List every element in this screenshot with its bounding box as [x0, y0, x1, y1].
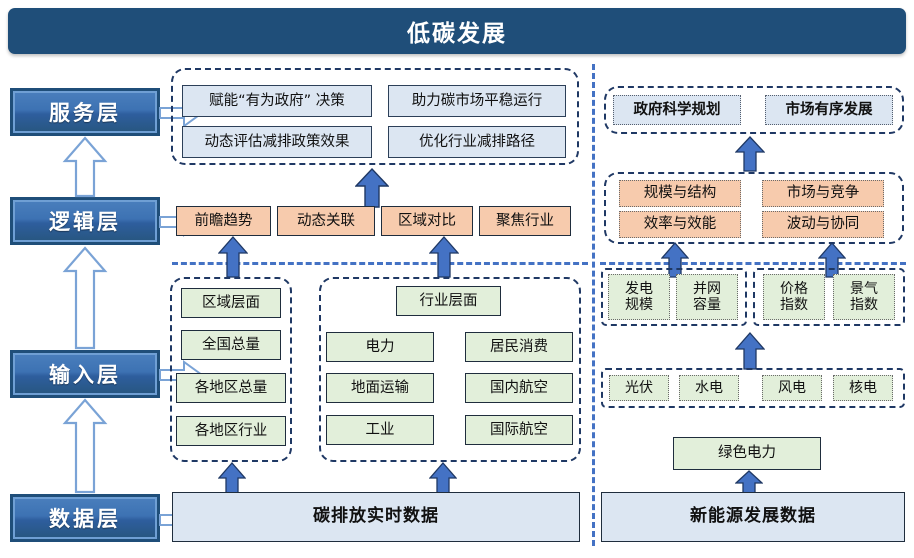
logic-box-right-2[interactable]: 效率与效能 [619, 211, 741, 238]
sidebar-item-service-layer[interactable]: 服务层 [10, 88, 160, 136]
horizontal-divider-left [172, 262, 588, 265]
green-power-box[interactable]: 绿色电力 [673, 437, 821, 470]
energy-source-box-1[interactable]: 水电 [679, 375, 739, 401]
input-region-box-2[interactable]: 各地区总量 [176, 373, 286, 403]
page-title: 低碳发展 [8, 8, 906, 54]
energy-source-box-2[interactable]: 风电 [762, 375, 822, 401]
sidebar-item-label: 逻辑层 [49, 210, 121, 234]
input-index-box-0[interactable]: 价格 指数 [763, 274, 825, 320]
right-data-box[interactable]: 新能源发展数据 [601, 492, 905, 542]
service-box-left-0[interactable]: 赋能“有为政府” 决策 [182, 85, 372, 117]
sidebar-item-label: 服务层 [49, 101, 121, 125]
left-data-box[interactable]: 碳排放实时数据 [172, 492, 580, 542]
service-box-left-2[interactable]: 动态评估减排政策效果 [182, 126, 372, 158]
logic-box-left-0[interactable]: 前瞻趋势 [176, 206, 271, 236]
arrow-left-logic-to-service [355, 168, 389, 208]
input-industry-box-4[interactable]: 工业 [326, 415, 434, 445]
left-input-region-group [170, 277, 292, 462]
input-power-box-1-label: 并网 容量 [693, 280, 721, 313]
input-industry-box-0[interactable]: 电力 [326, 332, 434, 362]
sidebar-item-logic-layer[interactable]: 逻辑层 [10, 197, 160, 245]
input-power-box-0[interactable]: 发电 规模 [608, 274, 670, 320]
service-box-right-1[interactable]: 市场有序发展 [765, 95, 893, 125]
sidebar-item-label: 输入层 [49, 363, 121, 387]
arrow-sources-to-input [735, 332, 765, 370]
sidebar-arrow-logic-to-service [62, 136, 108, 198]
right-service-group [604, 86, 904, 134]
input-region-box-1[interactable]: 全国总量 [181, 330, 281, 360]
input-industry-box-3[interactable]: 国内航空 [465, 373, 573, 403]
input-index-box-0-label: 价格 指数 [780, 280, 808, 313]
service-box-left-1[interactable]: 助力碳市场平稳运行 [388, 85, 566, 117]
arrow-left-industry-to-logic [429, 236, 459, 278]
right-energy-sources-group [601, 368, 905, 408]
arrow-left-region-to-logic [218, 236, 248, 278]
arrow-right-logic-to-service [735, 136, 765, 172]
input-industry-box-5[interactable]: 国际航空 [465, 415, 573, 445]
logic-box-left-1[interactable]: 动态关联 [277, 206, 375, 236]
input-region-box-3[interactable]: 各地区行业 [176, 416, 286, 446]
input-region-box-0[interactable]: 区域层面 [181, 288, 281, 318]
input-index-box-1-label: 景气 指数 [850, 280, 878, 313]
vertical-divider [592, 64, 595, 546]
input-industry-header[interactable]: 行业层面 [396, 286, 501, 316]
energy-source-box-3[interactable]: 核电 [833, 375, 893, 401]
left-input-industry-group [319, 277, 581, 462]
logic-box-left-3[interactable]: 聚焦行业 [479, 206, 571, 236]
sidebar-arrow-data-to-input [62, 398, 108, 494]
logic-box-right-0[interactable]: 规模与结构 [619, 180, 741, 207]
energy-source-box-0[interactable]: 光伏 [609, 375, 669, 401]
page-title-text: 低碳发展 [407, 21, 507, 47]
sidebar-item-input-layer[interactable]: 输入层 [10, 350, 160, 398]
input-industry-box-1[interactable]: 居民消费 [465, 332, 573, 362]
input-industry-box-2[interactable]: 地面运输 [326, 373, 434, 403]
input-power-box-0-label: 发电 规模 [625, 280, 653, 313]
sidebar-item-data-layer[interactable]: 数据层 [10, 494, 160, 542]
input-power-box-1[interactable]: 并网 容量 [676, 274, 738, 320]
service-box-right-0[interactable]: 政府科学规划 [613, 95, 741, 125]
right-input-power-group [601, 268, 747, 326]
logic-box-right-1[interactable]: 市场与竞争 [762, 180, 884, 207]
horizontal-divider-right [600, 262, 906, 265]
input-index-box-1[interactable]: 景气 指数 [833, 274, 895, 320]
logic-box-left-2[interactable]: 区域对比 [381, 206, 473, 236]
left-service-group [171, 68, 579, 165]
right-logic-group [604, 172, 904, 244]
logic-box-right-3[interactable]: 波动与协同 [762, 211, 884, 238]
sidebar-item-label: 数据层 [49, 507, 121, 531]
right-input-index-group [753, 268, 905, 326]
service-box-left-3[interactable]: 优化行业减排路径 [388, 126, 566, 158]
sidebar-arrow-input-to-logic [62, 246, 108, 350]
